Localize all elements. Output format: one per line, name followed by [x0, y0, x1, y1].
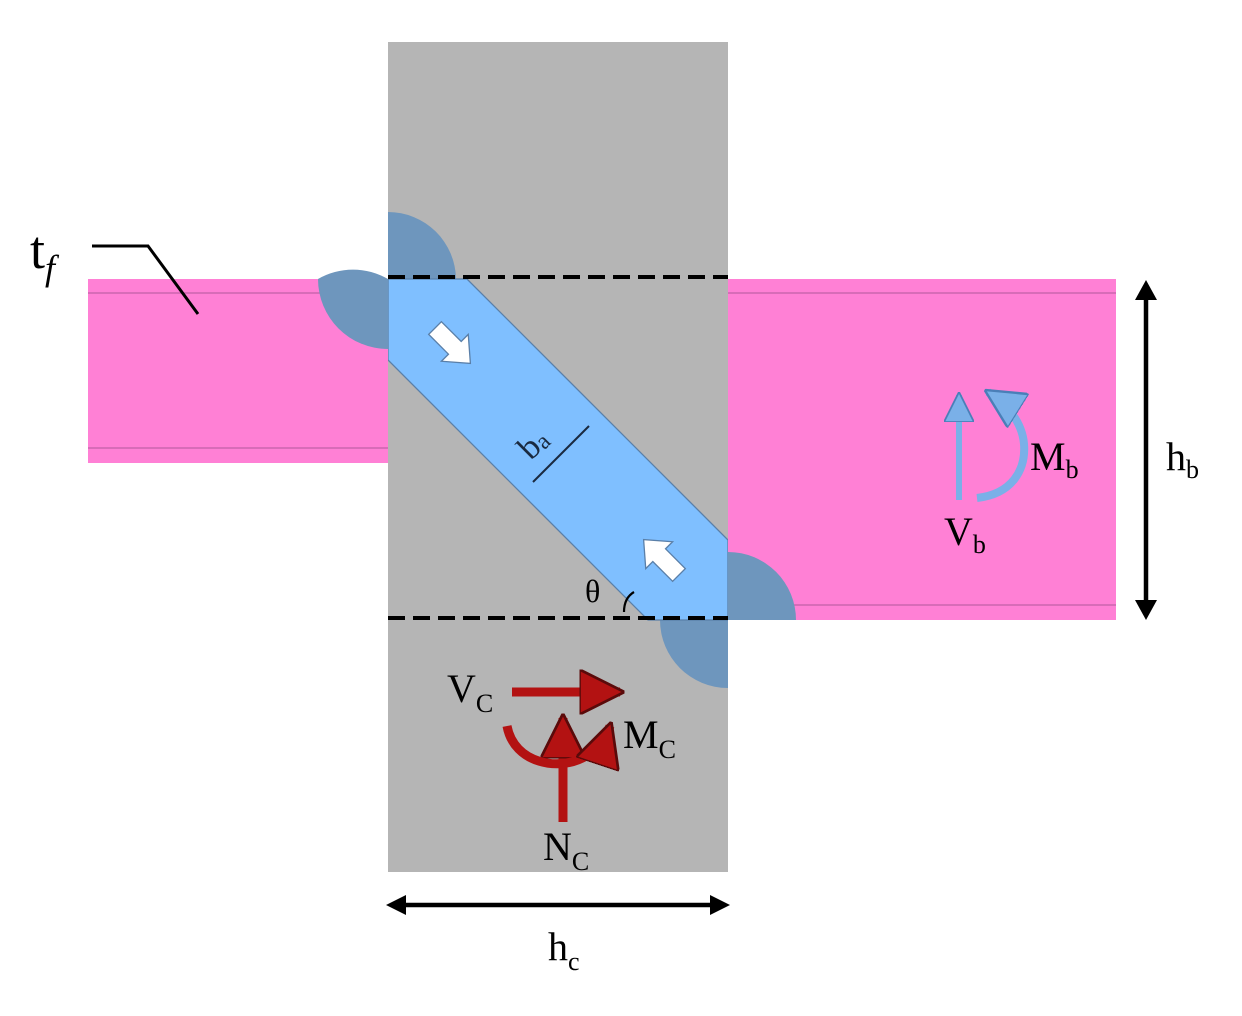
- tf-leader-line: [92, 244, 200, 315]
- label-mb: Mb: [1030, 434, 1079, 484]
- label-vb: Vb: [944, 509, 986, 559]
- nodal-zone-right-beam: [728, 552, 796, 620]
- label-hc: hc: [548, 924, 580, 976]
- mb-arc-icon: [976, 392, 1024, 502]
- right-beam: [728, 279, 1116, 620]
- label-hb: hb: [1166, 434, 1199, 484]
- strut-arrow-bottom-icon: [642, 538, 687, 583]
- nodal-zone-bottom: [660, 620, 728, 688]
- beam-forces: [959, 392, 1024, 502]
- hb-dimension: [1135, 280, 1157, 620]
- hc-dimension: [386, 895, 730, 915]
- strut-width-line: [532, 425, 590, 483]
- label-tf: tf: [30, 220, 60, 288]
- label-mc: MC: [623, 712, 676, 764]
- strut-arrow-top-icon: [427, 320, 472, 365]
- column-forces: [502, 692, 620, 822]
- theta-arc: [622, 591, 635, 613]
- label-nc: NC: [543, 824, 589, 876]
- label-vc: VC: [447, 666, 493, 718]
- nodal-zone-top: [388, 211, 456, 279]
- label-theta: θ: [585, 573, 600, 609]
- nodal-zone-left-beam: [318, 269, 388, 349]
- mc-arc-icon: [502, 726, 610, 764]
